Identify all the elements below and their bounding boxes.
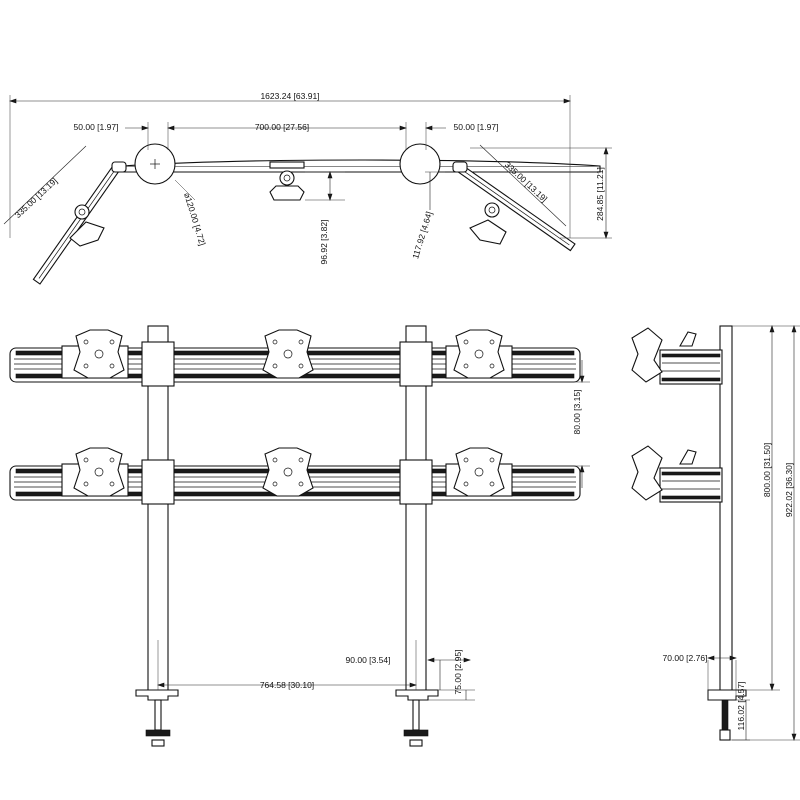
top-beam-curve xyxy=(121,159,601,167)
dim-left-arm: 335.00 [13.19] xyxy=(13,176,60,220)
front-clamp-left xyxy=(135,689,179,747)
dim-pole-spacing: 764.58 [30.10] xyxy=(260,680,314,690)
vesa-plate-bottom-left xyxy=(61,447,129,497)
dim-right-gap: 50.00 [1.97] xyxy=(454,122,499,132)
vesa-plate-top-left xyxy=(61,329,129,379)
side-view: 800.00 [31.50] 922.02 [36.30] 70.00 [2.7… xyxy=(631,325,800,741)
top-mount-right xyxy=(469,202,507,245)
dim-base-depth: 70.00 [2.76] xyxy=(663,653,708,663)
dim-pole-height: 800.00 [31.50] xyxy=(762,443,772,497)
top-view: 1623.24 [63.91] 50.00 [1.97] 700.00 [27.… xyxy=(3,91,612,285)
dim-center-span: 700.00 [27.56] xyxy=(255,122,309,132)
dim-clamp-width: 90.00 [3.54] xyxy=(346,655,391,665)
dim-side-depth: 117.92 [4.64] xyxy=(410,210,434,260)
top-right-joint xyxy=(452,161,468,173)
dim-clamp-height: 75.00 [2.95] xyxy=(453,650,463,695)
top-mount-left xyxy=(69,204,105,247)
dim-clamp-depth: 116.02 [4.57] xyxy=(736,682,746,731)
dim-overall-depth: 284.85 [11.21] xyxy=(595,167,605,221)
dim-center-depth: 96.92 [3.82] xyxy=(319,220,329,265)
top-center-beam xyxy=(121,165,601,173)
dim-left-gap: 50.00 [1.97] xyxy=(74,122,119,132)
dim-bar-spacing: 80.00 [3.15] xyxy=(572,390,582,435)
top-left-joint xyxy=(111,161,127,173)
side-upper-arm xyxy=(631,327,723,385)
dim-overall-width: 1623.24 [63.91] xyxy=(260,91,319,101)
vesa-plate-bottom-right xyxy=(445,447,513,497)
dim-pole-diameter: ⌀120.00 [4.72] xyxy=(182,191,208,246)
dim-overall-height: 922.02 [36.30] xyxy=(784,463,794,517)
front-view: 80.00 [3.15] 90.00 [3.54] 75.00 [2.95] 7… xyxy=(9,325,590,747)
front-clamp-right xyxy=(395,689,439,747)
vesa-plate-bottom-center xyxy=(262,447,314,497)
vesa-plate-top-right xyxy=(445,329,513,379)
side-lower-arm xyxy=(631,445,723,503)
vesa-plate-top-center xyxy=(262,329,314,379)
top-mount-center xyxy=(269,161,305,201)
